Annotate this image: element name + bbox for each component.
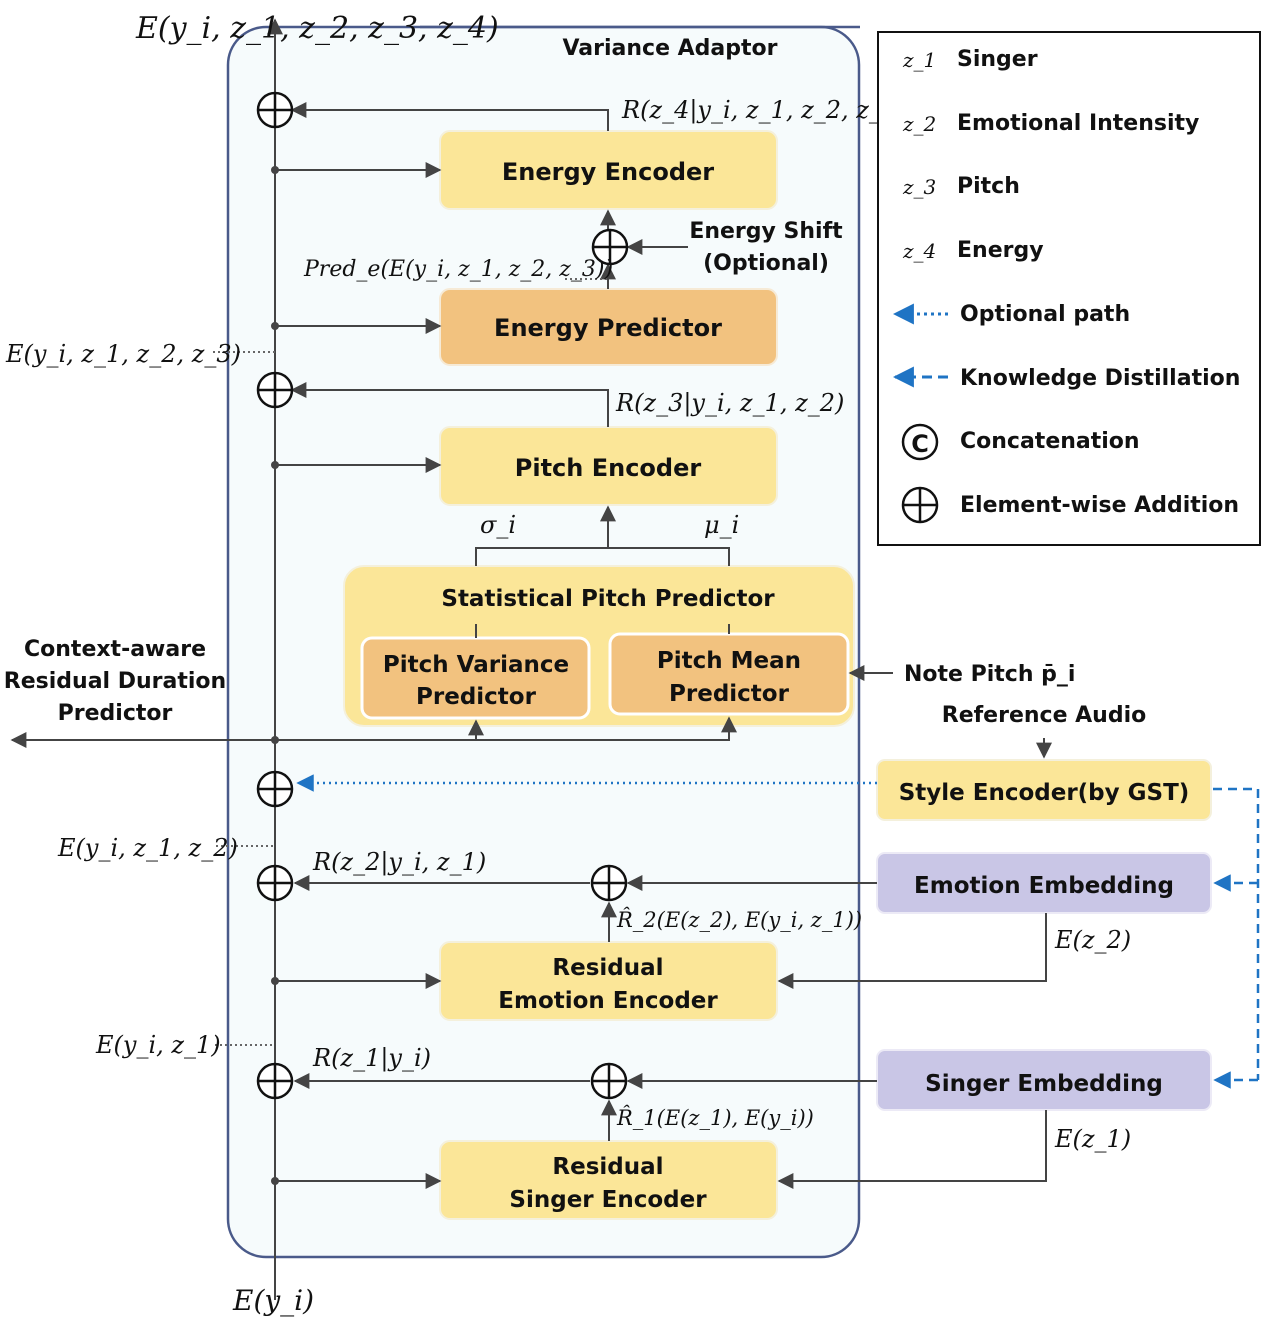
energy-encoder-label: Energy Encoder — [502, 158, 714, 186]
r-z4-label: R(z_4|y_i, z_1, z_2, z_3) — [621, 96, 906, 125]
energy-shift-line2: (Optional) — [703, 251, 829, 276]
bottom-input-label: E(y_i) — [232, 1284, 314, 1317]
duration-predictor-line3: Predictor — [58, 701, 173, 726]
dotted-leaders — [213, 278, 608, 1046]
e-yz12-label: E(y_i, z_1, z_2) — [57, 834, 238, 862]
r-z3-label: R(z_3|y_i, z_1, z_2) — [615, 389, 844, 418]
r1hat-label: R̂_1(E(z_1), E(y_i)) — [616, 1106, 814, 1130]
e-z2-label: E(z_2) — [1054, 926, 1131, 954]
reference-audio-label: Reference Audio — [942, 703, 1147, 728]
pitch-encoder-label: Pitch Encoder — [515, 454, 702, 482]
knowledge-distillation-paths — [1213, 787, 1260, 1089]
legend-symbol-z3: z_3 — [902, 175, 936, 199]
add-icon — [590, 1062, 628, 1100]
concat-icon: C — [901, 423, 939, 461]
pitch-mean-predictor-line1: Pitch Mean — [657, 648, 801, 674]
pitch-mean-predictor-block: Pitch Mean Predictor — [608, 632, 850, 716]
legend-symbol-z4: z_4 — [902, 239, 936, 263]
pitch-variance-predictor-line2: Predictor — [416, 684, 537, 710]
e-yz123-label: E(y_i, z_1, z_2, z_3) — [5, 340, 241, 368]
adaptor-title: Variance Adaptor — [562, 36, 777, 61]
add-icon — [256, 864, 294, 902]
legend-text-element-wise-addition: Element-wise Addition — [960, 493, 1239, 518]
duration-predictor-line2: Residual Duration — [4, 669, 226, 694]
residual-singer-encoder-line1: Residual — [552, 1154, 663, 1180]
svg-text:C: C — [911, 430, 929, 458]
e-z1-label: E(z_1) — [1054, 1125, 1131, 1153]
statistical-pitch-predictor-label: Statistical Pitch Predictor — [441, 586, 775, 612]
energy-predictor-label: Energy Predictor — [494, 314, 722, 342]
connector-lines — [10, 102, 1052, 1189]
note-pitch-label: Note Pitch p̄_i — [904, 662, 1075, 687]
add-icon — [591, 228, 629, 266]
legend-symbol-z2: z_2 — [902, 112, 936, 136]
energy-predictor-block: Energy Predictor — [439, 288, 778, 366]
r-z1-label: R(z_1|y_i) — [312, 1044, 431, 1073]
singer-embedding-block: Singer Embedding — [876, 1049, 1212, 1111]
r-z2-label: R(z_2|y_i, z_1) — [312, 848, 486, 877]
residual-emotion-encoder-block: Residual Emotion Encoder — [439, 941, 778, 1021]
residual-singer-encoder-line2: Singer Encoder — [509, 1187, 707, 1213]
top-output-label: E(y_i, z_1, z_2, z_3, z_4) — [135, 11, 499, 46]
residual-singer-encoder-block: Residual Singer Encoder — [439, 1140, 778, 1220]
legend-text-knowledge-distillation: Knowledge Distillation — [960, 366, 1240, 391]
duration-predictor-line1: Context-aware — [24, 637, 206, 662]
legend-box — [877, 31, 1261, 546]
residual-emotion-encoder-line1: Residual — [552, 955, 663, 981]
residual-emotion-encoder-line2: Emotion Encoder — [498, 988, 718, 1014]
add-icon — [590, 864, 628, 902]
add-icon — [256, 1062, 294, 1100]
sigma-label: σ_i — [480, 511, 516, 539]
pitch-encoder-block: Pitch Encoder — [439, 426, 778, 506]
junction-dots — [271, 166, 279, 1185]
add-icon — [901, 486, 939, 524]
style-encoder-block: Style Encoder(by GST) — [876, 759, 1212, 821]
e-yz1-label: E(y_i, z_1) — [95, 1031, 221, 1059]
pitch-mean-predictor-line2: Predictor — [669, 681, 790, 707]
energy-encoder-block: Energy Encoder — [439, 130, 778, 210]
style-encoder-label: Style Encoder(by GST) — [899, 780, 1190, 806]
legend-text-optional-path: Optional path — [960, 302, 1130, 327]
pitch-variance-predictor-line1: Pitch Variance — [383, 652, 569, 678]
add-icon — [256, 770, 294, 808]
emotion-embedding-block: Emotion Embedding — [876, 852, 1212, 914]
singer-embedding-label: Singer Embedding — [925, 1071, 1163, 1097]
legend-text-energy: Energy — [957, 238, 1044, 263]
energy-shift-line1: Energy Shift — [689, 219, 843, 244]
pred-e-label: Pred_e(E(y_i, z_1, z_2, z_3)) — [303, 257, 613, 282]
pitch-variance-predictor-block: Pitch Variance Predictor — [360, 636, 591, 720]
emotion-embedding-label: Emotion Embedding — [914, 873, 1174, 899]
legend-text-pitch: Pitch — [957, 174, 1020, 199]
mu-label: μ_i — [704, 511, 739, 539]
add-icon — [256, 371, 294, 409]
r2hat-label: R̂_2(E(z_2), E(y_i, z_1)) — [616, 908, 862, 932]
legend-symbol-z1: z_1 — [902, 48, 936, 72]
legend-text-concatenation: Concatenation — [960, 429, 1140, 454]
legend: z_1 z_2 z_3 z_4 C Singer Emotional Inten… — [877, 31, 1261, 546]
legend-text-singer: Singer — [957, 47, 1038, 72]
legend-text-emotional-intensity: Emotional Intensity — [957, 111, 1199, 136]
add-icon — [256, 91, 294, 129]
